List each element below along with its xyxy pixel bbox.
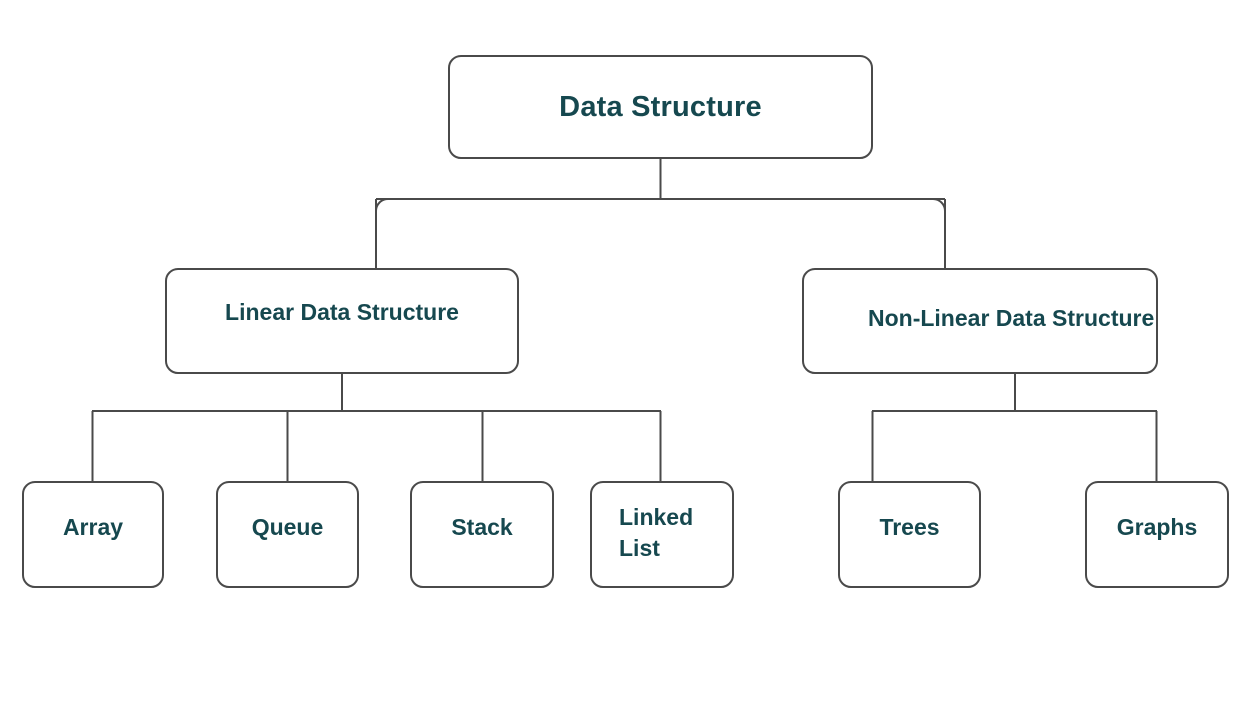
node-graphs[interactable]: Graphs [1085,481,1229,588]
node-queue[interactable]: Queue [216,481,359,588]
node-linked-list[interactable]: Linked List [590,481,734,588]
node-linear-data-structure[interactable]: Linear Data Structure [165,268,519,374]
node-label-stack: Stack [451,514,513,541]
node-array[interactable]: Array [22,481,164,588]
node-non-linear-data-structure[interactable]: Non-Linear Data Structure [802,268,1158,374]
node-label-non-linear: Non-Linear Data Structure [868,304,1155,331]
node-label-root: Data Structure [559,90,762,123]
connector-elbow-left [375,198,389,212]
connector-elbow-right [932,198,946,212]
node-trees[interactable]: Trees [838,481,981,588]
node-data-structure[interactable]: Data Structure [448,55,873,159]
node-label-linear: Linear Data Structure [225,298,459,325]
node-stack[interactable]: Stack [410,481,554,588]
node-label-trees: Trees [879,514,940,541]
node-label-array: Array [62,514,124,541]
node-label-queue: Queue [251,514,324,541]
node-label-linked-list: Linked List [619,504,694,561]
node-label-graphs: Graphs [1116,514,1198,541]
